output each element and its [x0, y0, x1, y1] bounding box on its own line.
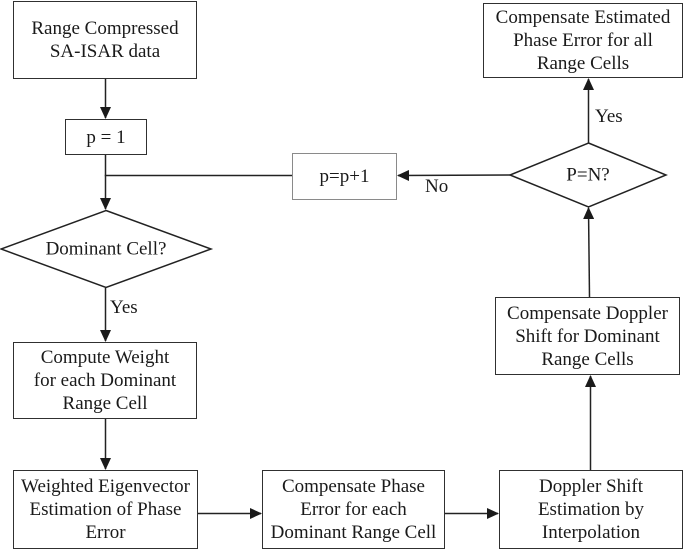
decision-p-equals-n-label: P=N? [566, 164, 610, 186]
decision-dominant-cell-shape [0, 209, 214, 289]
node-text-line: Range Cells [541, 348, 634, 370]
node-text-line: Compute Weight [40, 347, 170, 368]
node-text-line: Dominant Range Cell [270, 522, 437, 543]
edge-compdoppler-to-pn [583, 207, 595, 298]
node-weighted-eigenvector: Weighted Eigenvector Estimation of Phase… [13, 470, 198, 549]
node-p-increment: p=p+1 [292, 153, 397, 200]
node-text-line: Compensate Phase [281, 476, 425, 497]
node-text-line: Weighted Eigenvector [21, 476, 190, 497]
label-no-pn: No [425, 176, 449, 197]
label-yes-pn: Yes [595, 106, 623, 127]
node-compensate-phase-error: Compensate Phase Error for each Dominant… [262, 470, 445, 549]
node-text-line: Range Cell [62, 393, 148, 414]
node-text-line: SA-ISAR data [49, 41, 161, 62]
node-text-line: Error for each [300, 499, 407, 520]
node-text-line: Interpolation [541, 522, 641, 543]
node-text-line: Error [85, 522, 126, 543]
edge-pn-no-to-pp1 [397, 169, 511, 181]
node-compensate-estimated-phase: Compensate Estimated Phase Error for all… [483, 3, 683, 78]
node-text-line: p=p+1 [319, 166, 370, 187]
node-compensate-doppler-shift: Compensate Doppler Shift for Dominant Ra… [495, 297, 680, 375]
node-p-equals-1: p = 1 [65, 119, 147, 155]
node-text-line: Estimation of Phase [29, 499, 182, 520]
node-text-line: Compensate Doppler [507, 302, 668, 324]
node-text-line: Estimation by [537, 499, 645, 520]
node-text-line: for each Dominant [33, 370, 177, 391]
node-compute-weight: Compute Weight for each Dominant Range C… [13, 342, 197, 419]
label-yes-dominant: Yes [110, 297, 138, 318]
node-text-line: Range Compressed [31, 18, 179, 39]
node-text-line: Shift for Dominant [515, 325, 660, 347]
node-text-line: p = 1 [86, 126, 126, 148]
node-text-line: Doppler Shift [539, 476, 643, 497]
node-text-line: Phase Error for all [513, 30, 653, 51]
node-doppler-shift-estimation: Doppler Shift Estimation by Interpolatio… [499, 470, 683, 549]
decision-dominant-cell-label: Dominant Cell? [45, 238, 167, 260]
node-text-line: Compensate Estimated [495, 7, 671, 28]
node-range-compressed-data: Range Compressed SA-ISAR data [13, 1, 197, 79]
node-text-line: Range Cells [536, 53, 630, 74]
decision-p-equals-n-shape [508, 142, 668, 208]
